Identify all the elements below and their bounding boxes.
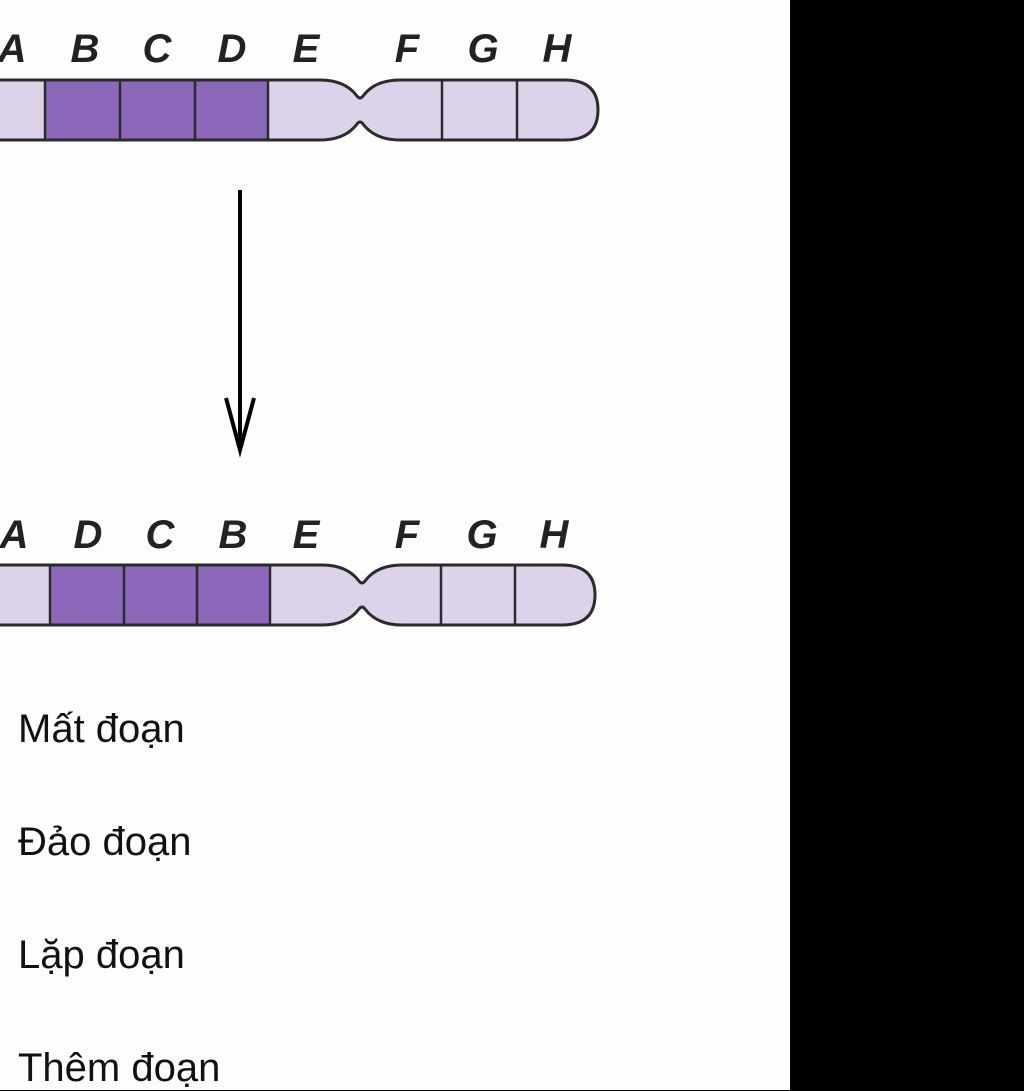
option-mat-doan[interactable]: Mất đoạn [18,707,185,751]
down-arrow-icon [224,190,256,458]
gene-label-before: B [71,27,100,71]
gene-label-after: D [74,513,103,557]
segment-B [45,81,120,139]
gene-label-before: G [467,27,498,71]
chromosome-before: A B C D E F G H [0,27,600,142]
segment-C [124,566,197,624]
gene-label-after: F [395,513,421,557]
gene-label-after: H [540,513,570,557]
gene-label-before: F [395,27,421,71]
segment-C [120,81,195,139]
gene-label-before: A [0,27,26,71]
question-panel: A B C D E F G H [0,0,790,1090]
segment-B [197,566,270,624]
gene-label-after: A [0,513,28,557]
option-lap-doan[interactable]: Lặp đoạn [18,933,185,977]
gene-label-before: H [543,27,573,71]
black-side-panel [790,0,1024,1090]
segment-dividers [43,80,519,140]
option-dao-doan[interactable]: Đảo đoạn [18,820,192,864]
chromosome-diagram: A B C D E F G H [0,27,600,627]
chromosome-after: A D C B E F G H [0,513,597,627]
segment-D [50,566,124,624]
gene-label-before: C [143,27,173,71]
option-them-doan[interactable]: Thêm đoạn [18,1046,221,1090]
segment-dividers [48,565,517,625]
gene-label-after: C [146,513,176,557]
gene-label-before: D [218,27,247,71]
gene-label-after: E [293,513,321,557]
segment-D [195,81,268,139]
gene-label-before: E [293,27,321,71]
gene-label-after: B [219,513,248,557]
gene-label-after: G [466,513,497,557]
